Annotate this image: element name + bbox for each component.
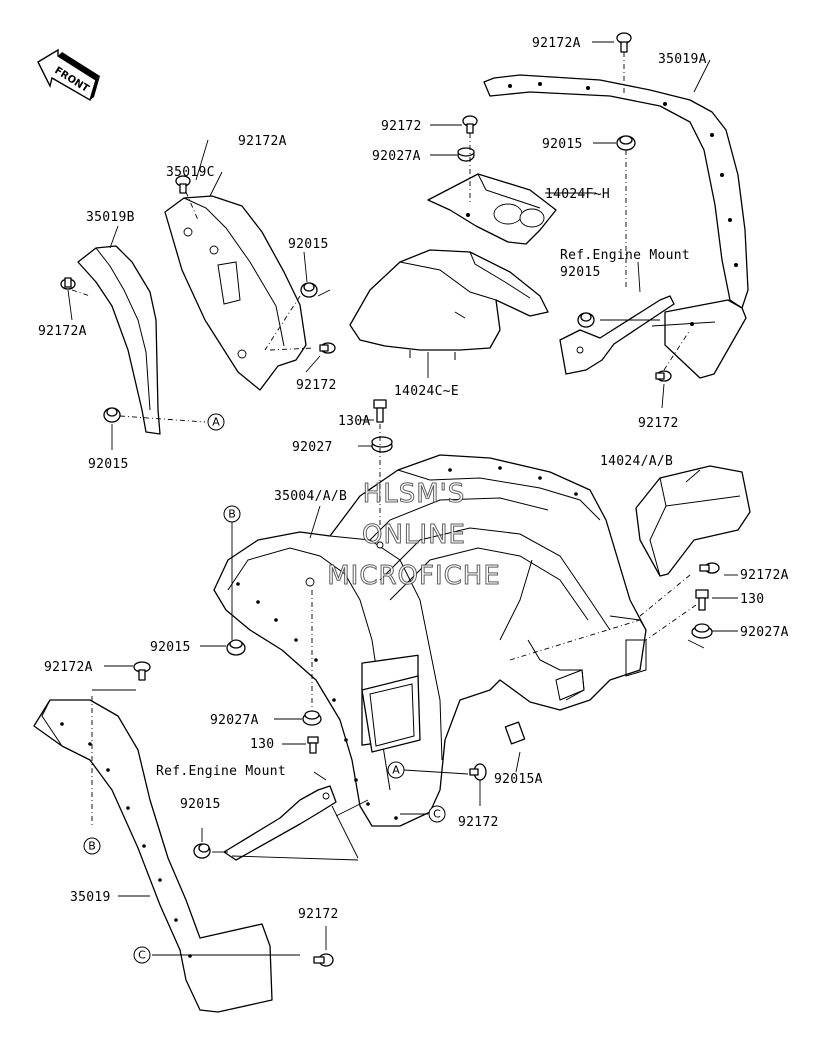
- svg-text:C: C: [138, 949, 146, 962]
- nut-icon: [457, 147, 475, 162]
- engine-mount-bracket-lower: [223, 785, 337, 861]
- svg-text:A: A: [392, 764, 400, 777]
- label-92172A-top: 92172A: [532, 36, 581, 51]
- callout-circles: A B A C B C: [83, 413, 446, 964]
- label-92015A: 92015A: [494, 772, 543, 787]
- callout-A-lower: A: [387, 761, 405, 779]
- label-35004AB: 35004/A/B: [274, 489, 347, 504]
- svg-text:B: B: [88, 840, 96, 853]
- label-92027A-b: 92027A: [740, 625, 789, 640]
- label-ref-engine-mount-a: Ref.Engine Mount: [560, 248, 690, 263]
- nut-icon: [300, 282, 318, 298]
- label-130-a: 130: [740, 592, 764, 607]
- label-92015-d: 92015: [88, 457, 129, 472]
- nut-icon: [193, 843, 211, 859]
- fastener-bolts: [60, 32, 720, 967]
- bolt-icon: [307, 736, 319, 754]
- part-14024F-H: [427, 173, 557, 245]
- label-35019B: 35019B: [86, 210, 135, 225]
- bolt-icon: [462, 115, 478, 134]
- callout-B-upper: B: [223, 505, 241, 523]
- label-92015-e: 92015: [150, 640, 191, 655]
- watermark-line-2: ONLINE: [362, 520, 466, 550]
- grommet-icon: [371, 436, 393, 453]
- bolt-icon: [699, 562, 720, 574]
- label-92172A-b: 92172A: [38, 324, 87, 339]
- label-92027A-a: 92027A: [372, 149, 421, 164]
- bolt-icon: [133, 661, 151, 681]
- part-35019C: [164, 195, 307, 391]
- label-92172-c: 92172: [638, 416, 679, 431]
- grommet-icon: [691, 623, 713, 639]
- bolt-icon: [616, 32, 632, 53]
- label-35019: 35019: [70, 890, 111, 905]
- label-92027: 92027: [292, 440, 333, 455]
- nut-icon: [577, 312, 595, 328]
- front-arrow-icon: FRONT: [37, 48, 100, 102]
- label-92172-a: 92172: [381, 119, 422, 134]
- label-92172A-d: 92172A: [740, 568, 789, 583]
- clip-icon: [504, 721, 526, 745]
- callout-A-upper: A: [207, 413, 225, 431]
- label-92172-e: 92172: [298, 907, 339, 922]
- part-35019B: [77, 245, 161, 435]
- label-130A: 130A: [338, 414, 371, 429]
- callout-B-lower: B: [83, 837, 101, 855]
- label-92015-a: 92015: [542, 137, 583, 152]
- label-14024AB: 14024/A/B: [600, 454, 673, 469]
- watermark: HLSM'S ONLINE MICROFICHE: [327, 479, 501, 592]
- nut-icon: [103, 407, 121, 423]
- label-92172A-e: 92172A: [44, 660, 93, 675]
- nut-icon: [226, 639, 246, 656]
- label-92172A-c: 92172A: [238, 134, 287, 149]
- bolt-icon: [60, 277, 76, 290]
- bolt-icon: [373, 399, 387, 423]
- label-92015-c: 92015: [560, 265, 601, 280]
- label-92015-f: 92015: [180, 797, 221, 812]
- part-14024C-E: [349, 249, 549, 360]
- callout-C-upper: C: [428, 805, 446, 823]
- label-92172-d: 92172: [458, 815, 499, 830]
- bolt-icon: [655, 370, 672, 382]
- bolt-icon: [695, 589, 709, 611]
- label-92027A-c: 92027A: [210, 713, 259, 728]
- label-92172-b: 92172: [296, 378, 337, 393]
- watermark-line-1: HLSM'S: [363, 479, 466, 509]
- grommet-icon: [302, 710, 322, 726]
- part-14024AB: [635, 465, 751, 577]
- svg-text:B: B: [228, 508, 236, 521]
- label-130-b: 130: [250, 737, 274, 752]
- part-labels: 92172A 35019A 92172 92027A 92015 14024F~…: [38, 36, 789, 922]
- leader-lines: [67, 41, 738, 956]
- watermark-line-3: MICROFICHE: [327, 561, 501, 591]
- bolt-icon: [469, 763, 487, 781]
- label-ref-engine-mount-b: Ref.Engine Mount: [156, 764, 286, 779]
- label-14024F-H: 14024F~H: [545, 187, 610, 202]
- label-14024C-E: 14024C~E: [394, 384, 459, 399]
- bolt-icon: [175, 175, 191, 194]
- bolt-icon: [319, 342, 336, 354]
- svg-text:A: A: [212, 416, 220, 429]
- nut-icon: [616, 135, 636, 151]
- label-35019C: 35019C: [166, 165, 215, 180]
- part-35019: [33, 699, 273, 1013]
- label-92015-b: 92015: [288, 237, 329, 252]
- label-35019A: 35019A: [658, 52, 707, 67]
- part-35019A: [483, 74, 749, 379]
- part-35004AB: [213, 454, 647, 827]
- callout-C-lower: C: [133, 946, 151, 964]
- svg-text:C: C: [433, 808, 441, 821]
- bolt-icon: [313, 953, 334, 967]
- engine-mount-bracket-upper: [559, 295, 675, 375]
